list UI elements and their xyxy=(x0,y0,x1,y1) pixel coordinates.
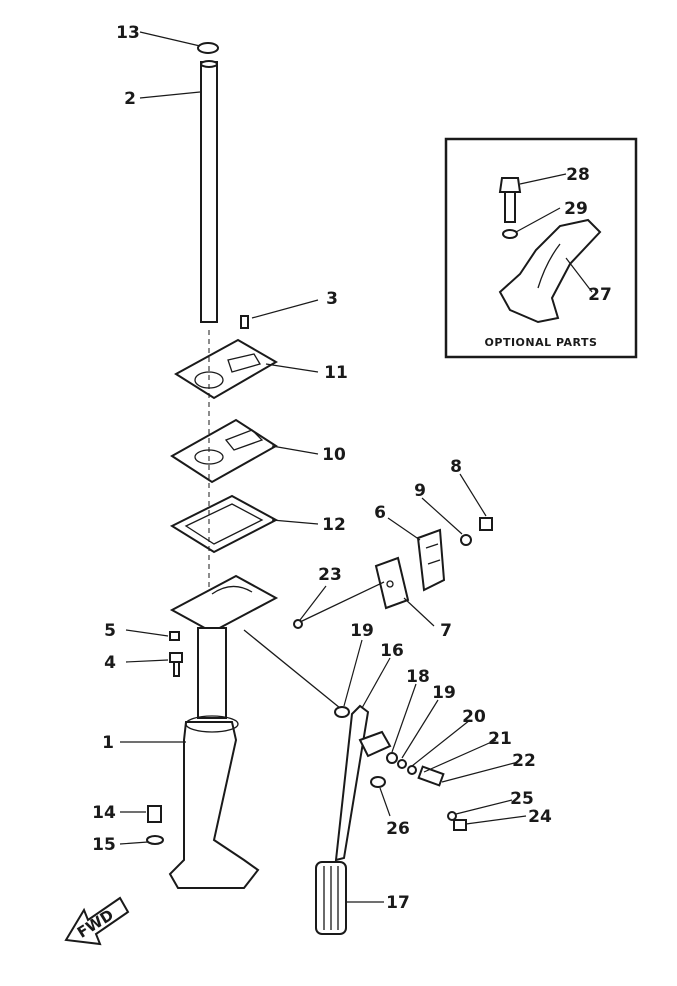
callout-17: 17 xyxy=(386,893,410,913)
callout-labels: 13 2 3 11 10 12 5 4 1 14 15 6 7 9 8 23 1… xyxy=(92,23,612,913)
callout-14: 14 xyxy=(92,803,116,823)
part-1-upper-casing xyxy=(168,574,279,889)
part-13-cap xyxy=(197,42,219,54)
callout-4: 4 xyxy=(104,653,116,673)
part-16-shift-lever xyxy=(334,704,392,862)
forward-direction-arrow: FWD xyxy=(64,896,130,946)
optional-parts-box: OPTIONAL PARTS xyxy=(444,137,638,359)
part-12-gasket xyxy=(169,494,279,554)
link-leader-7 xyxy=(299,581,385,623)
part-7-plate xyxy=(374,556,410,610)
callout-5: 5 xyxy=(104,621,116,641)
part-14-bolt xyxy=(147,805,162,823)
callout-28: 28 xyxy=(566,165,590,185)
callout-13: 13 xyxy=(116,23,140,43)
part-3-pin xyxy=(240,315,249,329)
callout-19-upper: 19 xyxy=(350,621,374,641)
part-4-bolt xyxy=(169,652,183,677)
part-27-bracket xyxy=(498,218,602,324)
part-29-washer xyxy=(502,229,518,239)
callout-25: 25 xyxy=(510,789,534,809)
part-18-19-20-21-chain xyxy=(386,752,445,787)
part-19-washer-a xyxy=(334,706,350,718)
callout-26: 26 xyxy=(386,819,410,839)
callout-27: 27 xyxy=(588,285,612,305)
optional-parts-label: OPTIONAL PARTS xyxy=(485,336,598,349)
callout-24: 24 xyxy=(528,807,552,827)
callout-1: 1 xyxy=(102,733,114,753)
part-10-plate xyxy=(170,418,278,484)
part-9-washer xyxy=(460,534,472,546)
part-6-bracket xyxy=(416,528,446,592)
callout-9: 9 xyxy=(414,481,426,501)
shift-link-leader xyxy=(243,629,341,709)
callout-10: 10 xyxy=(322,445,346,465)
callout-16: 16 xyxy=(380,641,404,661)
callout-21: 21 xyxy=(488,729,512,749)
part-26-grommet xyxy=(370,776,386,788)
leader-lines xyxy=(119,31,593,903)
part-2-shaft-tube xyxy=(200,60,218,323)
callout-22: 22 xyxy=(512,751,536,771)
part-24-screw xyxy=(453,819,467,831)
part-15-washer xyxy=(146,835,164,845)
callout-8: 8 xyxy=(450,457,462,477)
callout-20: 20 xyxy=(462,707,486,727)
part-11-gasket xyxy=(174,338,278,400)
part-28-bolt xyxy=(498,177,522,223)
callout-6: 6 xyxy=(374,503,386,523)
part-5-collar xyxy=(169,631,180,641)
callout-23: 23 xyxy=(318,565,342,585)
part-25-washer xyxy=(447,811,457,821)
callout-2: 2 xyxy=(124,89,136,109)
callout-19-lower: 19 xyxy=(432,683,456,703)
callout-15: 15 xyxy=(92,835,116,855)
callout-18: 18 xyxy=(406,667,430,687)
callout-7: 7 xyxy=(440,621,452,641)
callout-29: 29 xyxy=(564,199,588,219)
part-17-handle-grip xyxy=(315,861,347,935)
part-8-screw xyxy=(479,517,493,531)
callout-12: 12 xyxy=(322,515,346,535)
callout-11: 11 xyxy=(324,363,348,383)
callout-3: 3 xyxy=(326,289,338,309)
